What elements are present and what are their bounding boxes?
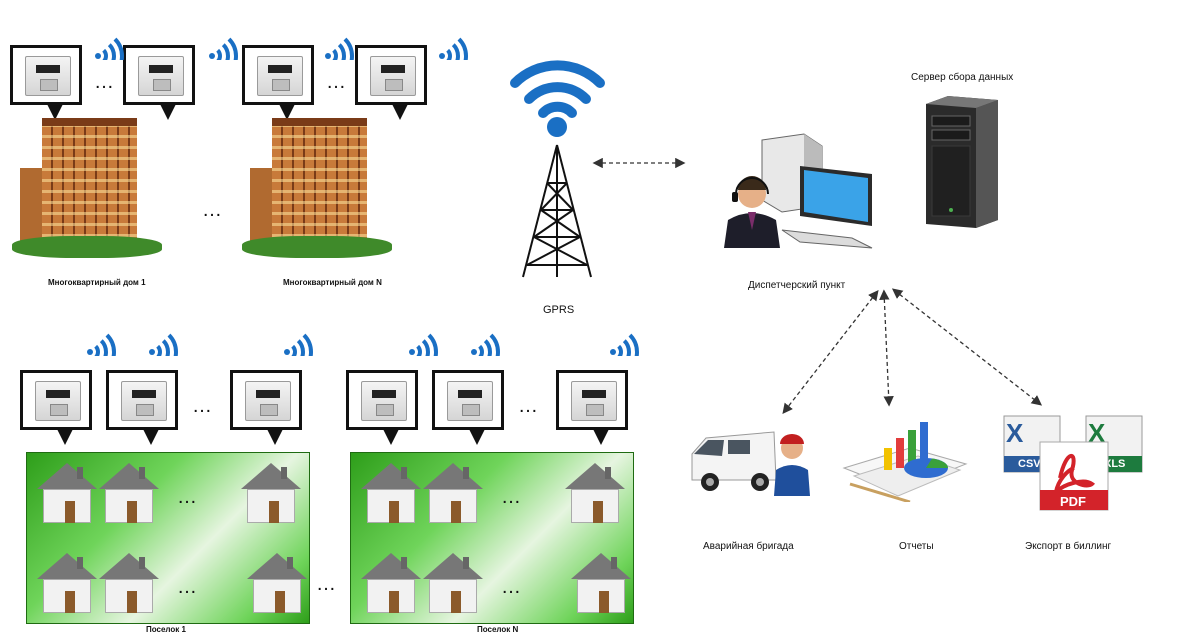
van-icon: [691, 431, 810, 496]
village-area: … …: [26, 452, 310, 624]
gas-meter-icon: [230, 370, 302, 445]
wifi-icon: [610, 333, 639, 356]
wifi-icon: [95, 37, 124, 60]
operator-icon: [724, 176, 780, 248]
house-icon: [37, 463, 97, 525]
wifi-icon: [87, 333, 116, 356]
wifi-icon: [149, 333, 178, 356]
gas-meter-icon: [346, 370, 418, 445]
label-emergency: Аварийная бригада: [703, 541, 794, 552]
house-icon: [423, 553, 483, 615]
pdf-label: PDF: [1060, 494, 1086, 509]
server-icon: [926, 96, 998, 228]
pdf-file-icon: PDF: [1038, 440, 1110, 512]
ellipsis: …: [177, 576, 200, 598]
gas-meter-icon: [432, 370, 504, 445]
gas-meter-icon: [556, 370, 628, 445]
ellipsis: …: [202, 199, 225, 221]
house-icon: [99, 553, 159, 615]
wifi-icon: [471, 333, 500, 356]
house-icon: [423, 463, 483, 525]
house-icon: [247, 553, 307, 615]
apartment-building-icon: [242, 108, 392, 258]
label-apartment-1: Многоквартирный дом 1: [48, 278, 146, 287]
link-dispatcher-billing: [891, 288, 1043, 406]
gas-meter-icon: [355, 45, 427, 120]
house-icon: [361, 553, 421, 615]
ellipsis: …: [518, 395, 541, 417]
village-area: … …: [350, 452, 634, 624]
house-icon: [565, 463, 625, 525]
wifi-icon: [325, 37, 354, 60]
ellipsis: …: [94, 71, 117, 93]
gas-meter-icon: [106, 370, 178, 445]
chart-icon: [842, 422, 968, 502]
ellipsis: …: [326, 71, 349, 93]
ellipsis: …: [177, 486, 200, 508]
gas-meter-icon: [123, 45, 195, 120]
ellipsis: …: [501, 576, 524, 598]
label-village-1: Поселок 1: [146, 625, 186, 634]
label-reports: Отчеты: [899, 541, 934, 552]
xls-label: XLS: [1104, 458, 1126, 470]
label-gprs: GPRS: [543, 304, 575, 316]
gas-meter-icon: [20, 370, 92, 445]
computer-icon: [761, 133, 873, 249]
radio-tower-icon: [510, 60, 605, 278]
house-icon: [99, 463, 159, 525]
gas-meter-icon: [242, 45, 314, 120]
label-dispatcher: Диспетчерский пункт: [748, 280, 846, 291]
svg-text:X: X: [1006, 418, 1024, 448]
gas-meter-icon: [10, 45, 82, 120]
wifi-icon: [409, 333, 438, 356]
label-server: Сервер сбора данных: [911, 72, 1014, 83]
house-icon: [571, 553, 631, 615]
label-billing: Экспорт в биллинг: [1025, 541, 1112, 552]
csv-label: CSV: [1018, 458, 1041, 470]
ellipsis: …: [316, 573, 339, 595]
wifi-icon: [209, 37, 238, 60]
house-icon: [241, 463, 301, 525]
wifi-icon: [284, 333, 313, 356]
link-dispatcher-reports: [879, 289, 894, 407]
wifi-icon: [439, 37, 468, 60]
link-dispatcher-emergency: [782, 289, 879, 415]
ellipsis: …: [501, 486, 524, 508]
apartment-building-icon: [12, 108, 162, 258]
svg-text:X: X: [1088, 418, 1106, 448]
label-apartment-n: Многоквартирный дом N: [283, 278, 382, 287]
house-icon: [361, 463, 421, 525]
house-icon: [37, 553, 97, 615]
label-village-n: Поселок N: [477, 625, 519, 634]
ellipsis: …: [192, 395, 215, 417]
